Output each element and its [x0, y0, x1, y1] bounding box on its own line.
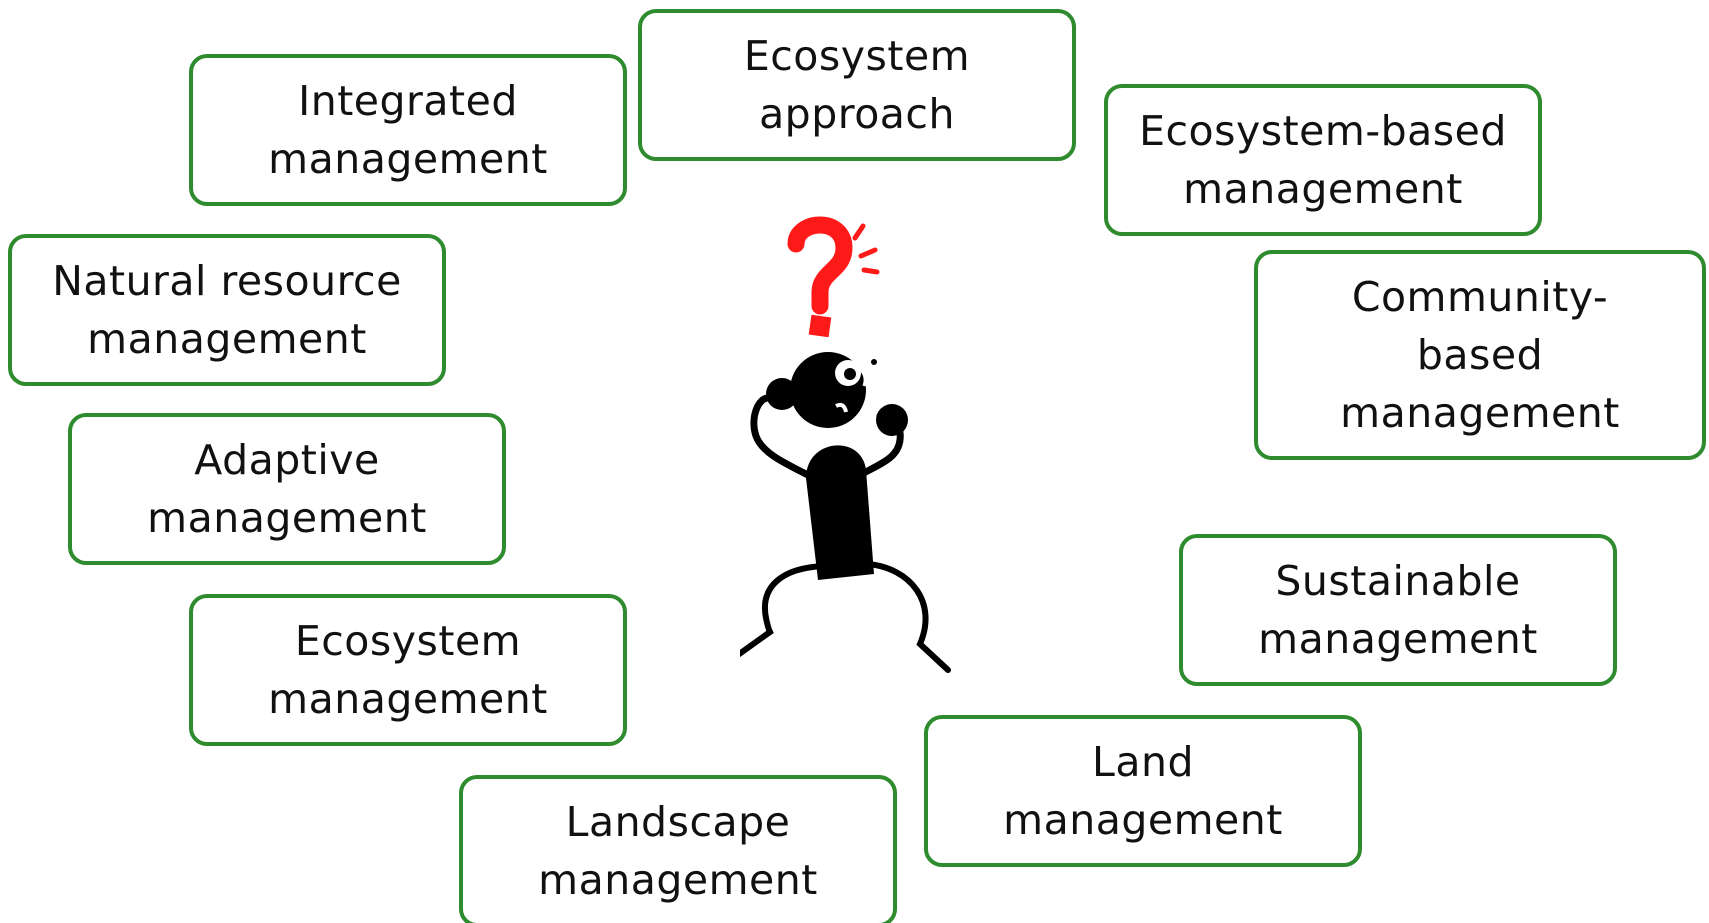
head: [790, 352, 877, 428]
term-line: management: [538, 856, 818, 904]
term-line: Adaptive: [194, 436, 380, 484]
term-line: Ecosystem: [294, 617, 522, 665]
term-ecosystem-approach: Ecosystem approach: [638, 9, 1076, 161]
term-line: management: [268, 675, 548, 723]
term-line: Community-: [1351, 273, 1609, 321]
term-line: Natural resource: [52, 257, 402, 305]
term-community-based-management: Community- based management: [1254, 250, 1706, 460]
term-land-management: Land management: [924, 715, 1362, 867]
term-adaptive-management: Adaptive management: [68, 413, 506, 565]
question-mark-icon: [787, 216, 880, 338]
term-line: Landscape: [565, 798, 791, 846]
term-line: management: [1183, 165, 1463, 213]
legs: [740, 561, 951, 673]
term-line: management: [268, 135, 548, 183]
term-natural-resource-management: Natural resource management: [8, 234, 446, 386]
term-line: management: [87, 315, 367, 363]
term-line: Integrated: [298, 77, 518, 125]
term-ecosystem-based-management: Ecosystem-based management: [1104, 84, 1542, 236]
term-integrated-management: Integrated management: [189, 54, 627, 206]
term-line: management: [147, 494, 427, 542]
term-line: Sustainable: [1275, 557, 1521, 605]
term-ecosystem-management: Ecosystem management: [189, 594, 627, 746]
term-line: management: [1340, 389, 1620, 437]
term-line: Land: [1092, 738, 1194, 786]
term-line: Ecosystem: [743, 32, 971, 80]
term-line: based: [1416, 331, 1544, 379]
term-line: management: [1258, 615, 1538, 663]
term-line: Ecosystem-based: [1139, 107, 1507, 155]
body: [806, 445, 874, 580]
term-line: management: [1003, 796, 1283, 844]
term-line: approach: [759, 90, 955, 138]
term-sustainable-management: Sustainable management: [1179, 534, 1617, 686]
term-landscape-management: Landscape management: [459, 775, 897, 923]
confused-person-icon: [740, 216, 951, 673]
